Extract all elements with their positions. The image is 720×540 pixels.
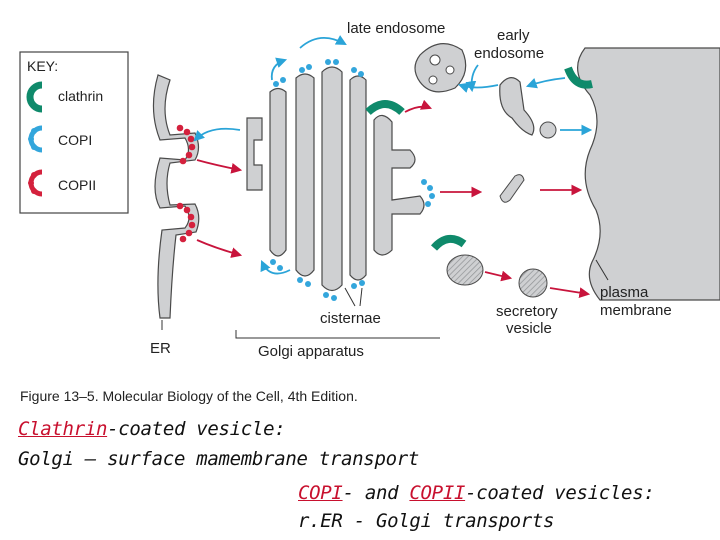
clathrin-coat-icon — [26, 81, 43, 113]
plasma-membrane — [577, 47, 720, 301]
label-early-endosome-2: endosome — [474, 45, 544, 62]
secretory-vesicle-budding — [446, 254, 484, 286]
note-clathrin: Clathrin — [18, 418, 108, 440]
key-item-copii: COPII — [58, 177, 96, 193]
label-secretory-2: vesicle — [506, 320, 552, 337]
clathrin-coat-golgi — [365, 100, 405, 116]
label-cisternae: cisternae — [320, 310, 381, 327]
label-plasma-1: plasma — [600, 284, 649, 301]
key-item-copi: COPI — [58, 132, 92, 148]
clathrin-coat-golgi-lower — [430, 234, 467, 251]
note-line-4: r.ER - Golgi transports — [298, 510, 555, 532]
copii-coat-icon — [28, 169, 43, 197]
copii-coat-er-top — [176, 124, 196, 165]
key-title: KEY: — [27, 58, 58, 74]
label-early-endosome-1: early — [497, 27, 530, 44]
tubular-vesicle — [499, 174, 525, 203]
late-endosome — [414, 43, 467, 93]
clathrin-coat-pm — [564, 66, 593, 89]
note-line-3-mid: - and — [342, 482, 410, 504]
copi-coat-golgi — [270, 59, 435, 301]
copi-coat-icon — [28, 125, 43, 153]
label-secretory-1: secretory — [496, 303, 558, 320]
label-late-endosome: late endosome — [347, 20, 445, 37]
small-vesicle — [539, 121, 557, 139]
key-item-clathrin: clathrin — [58, 88, 103, 104]
note-line-3-rest: -coated vesicles: — [465, 482, 655, 504]
key-box: KEY: clathrin COPI COPII — [19, 51, 129, 214]
note-line-1: Clathrin-coated vesicle: — [18, 418, 286, 440]
note-copii: COPII — [409, 482, 466, 504]
label-golgi: Golgi apparatus — [258, 343, 364, 360]
vesicle-transport-diagram: KEY: clathrin COPI COPII — [19, 20, 720, 404]
label-er: ER — [150, 340, 171, 357]
early-endosome — [499, 77, 535, 136]
note-line-1-rest: -coated vesicle: — [107, 418, 286, 440]
note-line-3: COPI- and COPII-coated vesicles: — [298, 482, 655, 504]
note-copi: COPI — [298, 482, 343, 504]
golgi-stack — [246, 66, 425, 292]
label-plasma-2: membrane — [600, 302, 672, 319]
er-shape — [152, 74, 200, 319]
secretory-vesicle — [518, 268, 548, 298]
note-line-2: Golgi – surface mamembrane transport — [18, 448, 420, 470]
copii-coat-er-bottom — [176, 202, 196, 243]
figure-caption: Figure 13–5. Molecular Biology of the Ce… — [20, 388, 358, 404]
